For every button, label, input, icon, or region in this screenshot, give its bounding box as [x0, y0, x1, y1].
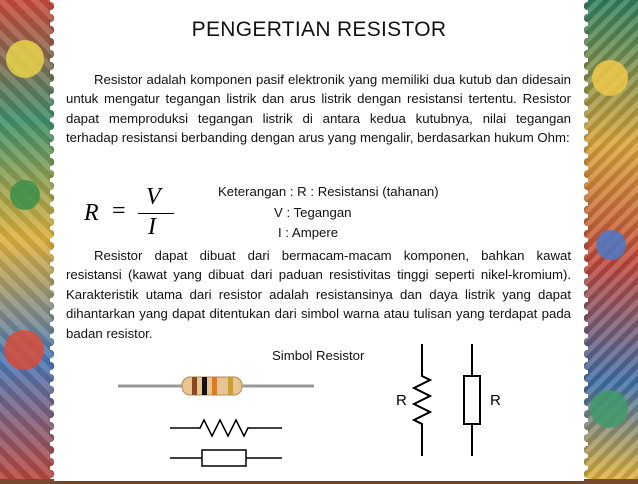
formula-numerator: V [146, 184, 161, 210]
keterangan-line-3: I : Ampere [278, 225, 339, 240]
resistor-component-icon [118, 376, 314, 396]
decorative-circle [590, 390, 628, 428]
resistor-symbols-vertical: R R [378, 336, 520, 479]
vertical-symbols-svg [411, 344, 481, 456]
paragraph-definition: Resistor adalah komponen pasif elektroni… [66, 72, 571, 146]
formula-denominator: I [148, 214, 156, 240]
paragraph-characteristics: Resistor dapat dibuat dari bermacam-maca… [66, 248, 571, 341]
vertical-zigzag-resistor-icon [411, 344, 433, 456]
box-resistor-symbol-icon [170, 449, 282, 467]
decorative-circle [596, 230, 626, 260]
formula-r: R [84, 200, 99, 226]
decorative-circle [4, 330, 44, 370]
sheet-torn-edge-right [578, 0, 588, 479]
ohm-law-formula: R = V I [82, 184, 192, 240]
keterangan-line-1: Keterangan : R : Resistansi (tahanan) [218, 184, 439, 199]
formula-equals: = [112, 198, 126, 224]
symbol-label-right: R [490, 392, 501, 409]
decorative-circle [592, 60, 628, 96]
slide-title: PENGERTIAN RESISTOR [191, 18, 447, 41]
keterangan-line-2: V : Tegangan [274, 205, 352, 220]
fraction-bar [138, 213, 174, 214]
resistor-illustration [118, 376, 314, 467]
sheet-torn-edge-left [50, 0, 60, 479]
decorative-circle [6, 40, 44, 78]
vertical-box-resistor-icon [463, 344, 481, 456]
decorative-circle [10, 180, 40, 210]
symbol-title: Simbol Resistor [272, 348, 365, 363]
zigzag-resistor-symbol-icon [170, 418, 282, 438]
resistor-symbols-horizontal [118, 370, 314, 479]
symbol-label-left: R [396, 392, 407, 409]
